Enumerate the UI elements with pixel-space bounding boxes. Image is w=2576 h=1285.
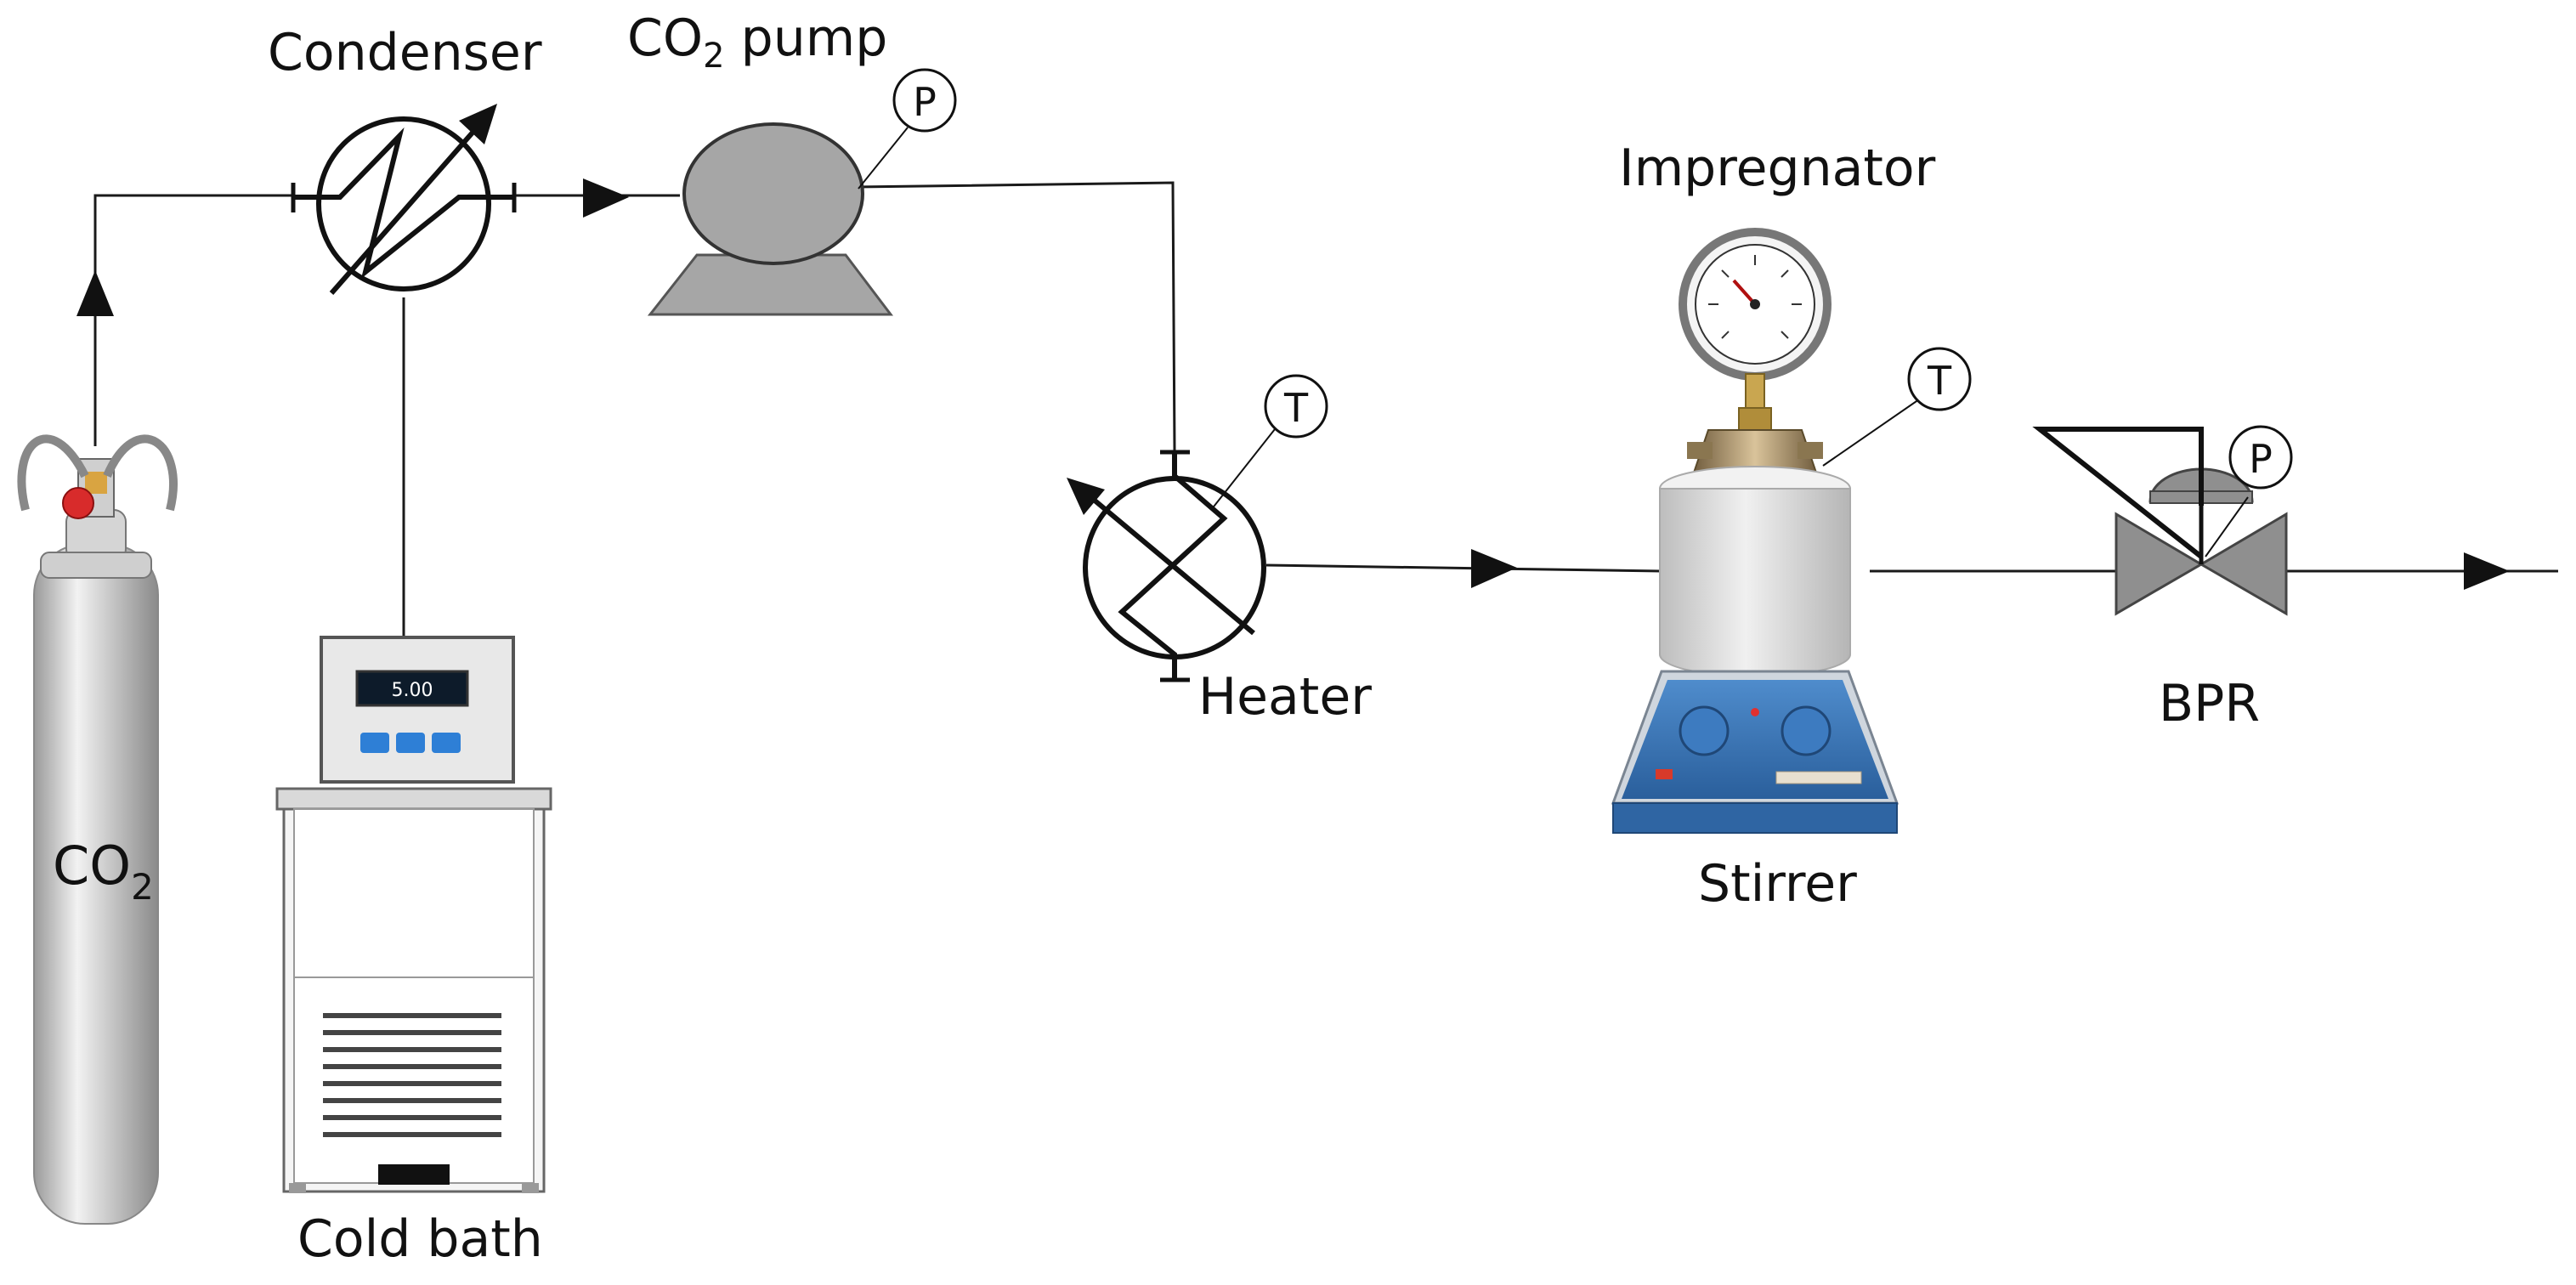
heater-adjust-arrow	[1082, 489, 1255, 636]
stirrer-knob-right-icon	[1781, 705, 1832, 756]
back-pressure-regulator: P BPR	[2032, 425, 2293, 733]
pump-base	[647, 253, 894, 316]
pump-pressure-indicator	[892, 68, 957, 133]
flow-arrow-right-icon	[1471, 549, 1517, 588]
condenser-label: Condenser	[268, 23, 542, 82]
bpr-right-triangle	[2199, 512, 2288, 616]
pipe-heater-to-impregnator	[1265, 563, 1662, 573]
bpr-pressure-tag: P	[2249, 436, 2273, 482]
bpr-pressure-indicator	[2228, 425, 2293, 490]
co2-cylinder-label: CO2	[53, 835, 154, 908]
condenser-adjust-arrow	[329, 117, 487, 295]
impregnator-temperature-indicator	[1907, 347, 1972, 411]
impregnator: Impregnator T	[1619, 139, 1972, 677]
stirrer-knob-left-icon	[1679, 705, 1730, 756]
heater-label: Heater	[1198, 667, 1372, 727]
condenser: Condenser	[268, 23, 542, 295]
pump-body	[682, 122, 864, 265]
pump-pressure-tag: P	[913, 79, 937, 125]
heater-arrowhead-icon	[1067, 478, 1105, 515]
vessel-body	[1659, 488, 1851, 677]
condenser-arrowhead-icon	[459, 104, 497, 144]
piping	[93, 181, 2558, 637]
condenser-coil	[293, 127, 514, 279]
impregnator-label: Impregnator	[1619, 139, 1936, 198]
cold-bath-label: Cold bath	[297, 1209, 543, 1269]
flow-arrow-right-icon	[583, 178, 629, 218]
pipe-pump-to-heater	[858, 181, 1176, 451]
heater-temperature-tag: T	[1283, 385, 1309, 431]
stirrer: Stirrer	[1611, 670, 1899, 914]
heater-temperature-indicator	[1264, 374, 1328, 439]
heater: T Heater	[1067, 374, 1372, 727]
impregnator-temperature-tag: T	[1927, 358, 1952, 404]
bpr-label: BPR	[2159, 674, 2260, 733]
flow-arrows	[76, 178, 2510, 590]
cold-bath: 5.00 Cold bath	[275, 636, 552, 1269]
stirrer-label: Stirrer	[1698, 854, 1857, 914]
bpr-spring-triangle	[2032, 427, 2204, 559]
co2-cylinder: CO2	[17, 434, 178, 1225]
co2-pump-label: CO2 pump	[627, 8, 887, 76]
co2-pump: CO2 pump P	[627, 8, 957, 316]
flow-arrow-right-icon	[2464, 552, 2510, 590]
pipe-cylinder-to-condenser	[93, 194, 293, 446]
flow-arrow-up-icon	[76, 270, 114, 316]
bpr-left-triangle	[2115, 512, 2204, 616]
cold-bath-display: 5.00	[392, 680, 433, 701]
